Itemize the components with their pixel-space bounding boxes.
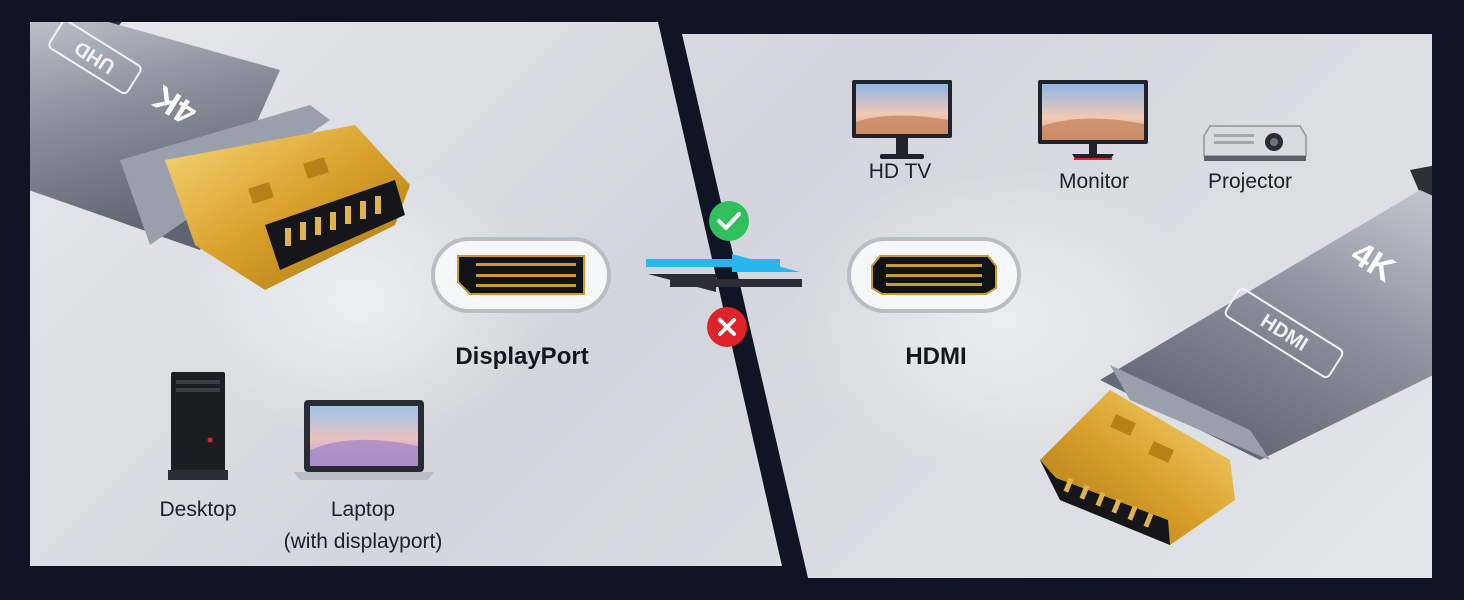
hdmi-socket-icon [847, 237, 1021, 313]
forward-arrow-shaft [646, 259, 780, 267]
hd-tv-label: HD TV [868, 160, 932, 183]
laptop-sublabel: (with displayport) [283, 530, 443, 553]
monitor-icon [1038, 80, 1148, 160]
displayport-socket-icon [431, 237, 611, 313]
laptop-icon [294, 400, 434, 480]
cross-icon [707, 307, 747, 347]
desktop-label: Desktop [159, 498, 237, 521]
monitor-label: Monitor [1058, 170, 1130, 193]
displayport-plug [30, 22, 410, 290]
desktop-icon [168, 372, 228, 480]
hd-tv-icon [852, 80, 952, 159]
projector-label: Projector [1207, 170, 1293, 193]
hdmi-label: HDMI [905, 343, 967, 370]
reverse-arrow-icon [648, 274, 716, 292]
projector-icon [1203, 125, 1307, 161]
hdmi-plug [1040, 160, 1432, 545]
direction-arrows [646, 254, 802, 292]
displayport-label: DisplayPort [455, 343, 589, 370]
laptop-label: Laptop [330, 498, 396, 521]
forward-arrow-icon [732, 254, 800, 272]
reverse-arrow-shaft [670, 279, 802, 287]
check-icon [709, 201, 749, 241]
